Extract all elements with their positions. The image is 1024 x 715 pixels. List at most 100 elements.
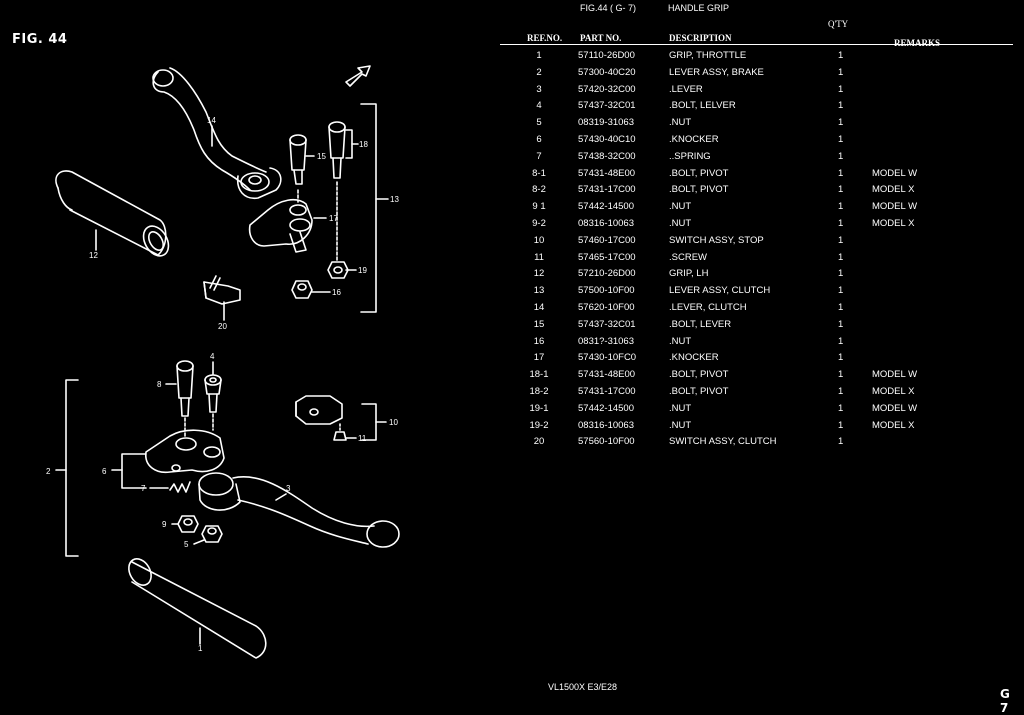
qty-cell: 1 — [838, 50, 844, 61]
part-number-cell: 57500-10F00 — [578, 285, 635, 297]
description-cell: .NUT — [669, 218, 692, 229]
throttle-grip-part — [128, 558, 267, 659]
part-number-cell: 57560-10F00 — [578, 436, 635, 448]
ref-cell: 3 — [536, 83, 542, 95]
description-cell: .BOLT, PIVOT — [669, 167, 729, 179]
ref-cell: 9-2 — [532, 218, 546, 229]
qty-cell: 1 — [838, 218, 844, 229]
brake-spring-part — [169, 481, 191, 493]
qty-cell: 1 — [838, 251, 844, 263]
qty-cell: 1 — [838, 66, 844, 78]
ref-cell: 10 — [533, 234, 545, 246]
qty-cell: 1 — [838, 201, 844, 213]
description-cell: ..SPRING — [669, 150, 711, 162]
description-cell: .SCREW — [669, 251, 707, 263]
bracket-2 — [65, 379, 79, 557]
page-title: HANDLE GRIP — [668, 3, 730, 13]
column-header-remarks: REMARKS — [894, 38, 941, 48]
part-number-cell: 08316-10063 — [578, 218, 634, 229]
qty-cell: 1 — [838, 419, 844, 431]
callout-8: 8 — [157, 380, 162, 389]
description-cell: SWITCH ASSY, STOP — [669, 234, 764, 246]
description-cell: LEVER ASSY, BRAKE — [669, 66, 764, 78]
qty-cell: 1 — [838, 318, 844, 330]
ref-cell: 15 — [533, 318, 545, 330]
description-cell: .NUT — [669, 402, 692, 414]
callout-9: 9 — [162, 520, 167, 529]
callout-17: 17 — [329, 214, 338, 223]
qty-cell: 1 — [838, 335, 844, 347]
callout-19: 19 — [358, 266, 367, 275]
description-cell: .BOLT, PIVOT — [669, 369, 729, 381]
callout-15: 15 — [317, 152, 326, 161]
footer-model: VL1500X E3/E28 — [548, 682, 618, 692]
qty-cell: 1 — [838, 234, 844, 246]
part-number-cell: 57300-40C20 — [578, 66, 636, 78]
ref-cell: 6 — [536, 134, 542, 145]
description-cell: .KNOCKER — [669, 352, 719, 364]
part-number-cell: 57437-32C01 — [578, 318, 636, 330]
clutch-switch-part — [203, 275, 241, 305]
stop-switch-part — [295, 395, 347, 441]
ref-cell: 1 — [536, 50, 542, 61]
exploded-diagram: 1 2 3 4 5 6 7 8 9 10 11 12 13 14 15 16 1… — [46, 65, 400, 659]
brake-bolt-parts — [176, 360, 222, 439]
ref-cell: 11 — [534, 251, 544, 263]
leader-5 — [193, 539, 205, 545]
part-number-cell: 08319-31063 — [578, 117, 634, 129]
figure-label: FIG. 44 — [12, 32, 68, 47]
ref-cell: 5 — [536, 117, 542, 129]
description-cell: GRIP, LH — [669, 268, 709, 280]
ref-cell: 4 — [536, 100, 542, 112]
remarks-cell: MODEL W — [872, 201, 918, 213]
description-cell: .NUT — [669, 419, 692, 431]
description-cell: .BOLT, LEVER — [669, 318, 732, 330]
brake-lever-part — [198, 472, 400, 548]
ref-cell: 19-2 — [529, 419, 549, 431]
part-number-cell: 57620-10F00 — [578, 302, 635, 313]
qty-cell: 1 — [838, 352, 844, 364]
callout-2: 2 — [46, 467, 51, 476]
part-number-cell: 57442-14500 — [578, 201, 634, 213]
ref-cell: 18-2 — [529, 386, 549, 397]
table-row: 15 57437-32C01 .BOLT, LEVER 1 — [500, 319, 1013, 336]
description-cell: SWITCH ASSY, CLUTCH — [669, 436, 777, 448]
ref-cell: 19-1 — [529, 402, 549, 414]
qty-cell: 1 — [838, 100, 844, 112]
callout-14: 14 — [207, 116, 216, 125]
front-arrow-icon — [345, 65, 371, 87]
ref-cell: 7 — [536, 150, 542, 162]
description-cell: .LEVER — [669, 83, 703, 95]
qty-cell: 1 — [838, 436, 844, 448]
callout-3: 3 — [286, 484, 291, 493]
bracket-18 — [345, 129, 353, 159]
column-header-ref: REF.NO. — [527, 33, 563, 43]
description-cell: .BOLT, PIVOT — [669, 386, 729, 397]
bracket-6 — [121, 453, 147, 489]
callout-4: 4 — [210, 352, 215, 361]
callout-13: 13 — [390, 195, 399, 204]
description-cell: .BOLT, PIVOT — [669, 184, 729, 196]
qty-cell: 1 — [838, 386, 844, 397]
ref-cell: 16 — [533, 335, 545, 347]
qty-cell: 1 — [838, 369, 844, 381]
brake-nut-parts — [177, 515, 223, 543]
callout-18: 18 — [359, 140, 368, 149]
description-cell: .KNOCKER — [669, 134, 719, 145]
callout-16: 16 — [332, 288, 341, 297]
part-number-cell: 57465-17C00 — [578, 251, 636, 263]
qty-cell: 1 — [838, 268, 844, 280]
remarks-cell: MODEL X — [872, 184, 915, 196]
description-cell: GRIP, THROTTLE — [669, 50, 747, 61]
